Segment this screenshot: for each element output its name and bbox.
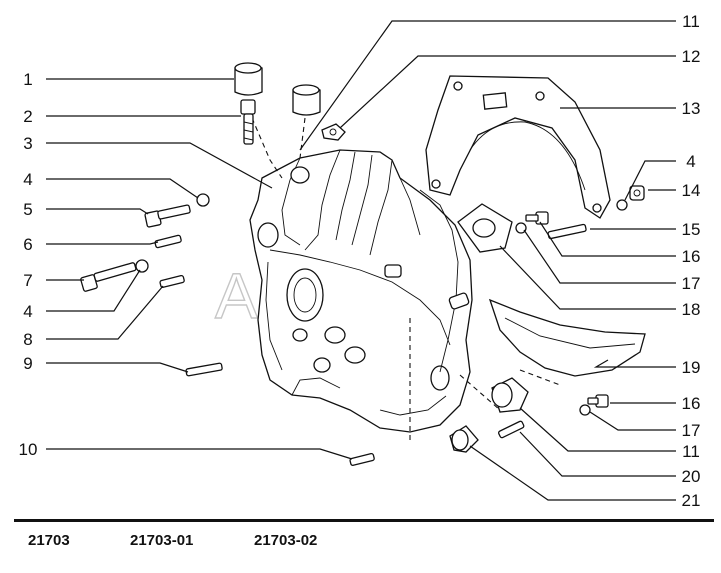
part-20-pin xyxy=(498,420,525,439)
callout-11-bottom: 11 xyxy=(682,442,700,461)
part-18-flange xyxy=(457,203,513,253)
model-code-3: 21703-02 xyxy=(254,532,318,549)
model-code-1: 21703 xyxy=(28,532,70,549)
model-codes-footer: 21703 21703-01 21703-02 xyxy=(0,532,721,556)
part-5-bolt xyxy=(144,204,191,228)
part-10-stud xyxy=(349,452,375,467)
callout-3: 3 xyxy=(23,134,32,153)
clutch-housing xyxy=(249,149,473,433)
callout-13: 13 xyxy=(682,99,701,118)
callout-4-upper-left: 4 xyxy=(23,170,32,189)
part-11-sleeve-top xyxy=(292,84,321,116)
part-1-cap xyxy=(234,62,263,96)
callout-5: 5 xyxy=(23,200,32,219)
assembly-line-bolt xyxy=(251,117,283,179)
part-12-clip xyxy=(321,123,346,141)
part-4-washer-a xyxy=(196,193,210,207)
callout-19: 19 xyxy=(682,358,701,377)
part-8-stud xyxy=(159,274,185,289)
part-17-washer-upper xyxy=(515,222,527,234)
callout-17-lower: 17 xyxy=(682,421,701,440)
assembly-line-cover xyxy=(519,369,561,386)
callout-15: 15 xyxy=(682,220,701,239)
callout-12: 12 xyxy=(682,47,701,66)
callout-2: 2 xyxy=(23,107,32,126)
callout-16-lower: 16 xyxy=(682,394,701,413)
model-code-2: 21703-01 xyxy=(130,532,194,549)
exploded-parts-diagram: AutoSoft xyxy=(19,12,701,510)
callout-numbers: 1 2 3 4 5 6 7 4 8 9 10 11 12 13 4 14 15 … xyxy=(19,12,701,510)
leader-lines xyxy=(46,20,676,501)
callout-18: 18 xyxy=(682,300,701,319)
part-11-bushing-lower xyxy=(491,377,529,413)
part-14-nut xyxy=(629,185,645,201)
footer-divider xyxy=(14,519,714,522)
callout-7: 7 xyxy=(23,271,32,290)
callout-21: 21 xyxy=(682,491,701,510)
part-6-stud xyxy=(154,234,182,249)
part-7-bolt xyxy=(80,262,137,292)
assembly-line-sleeve xyxy=(299,117,306,159)
part-4-washer-b xyxy=(135,259,149,273)
callout-4-lower-left: 4 xyxy=(23,302,32,321)
part-21-bushing xyxy=(449,425,479,453)
callout-9: 9 xyxy=(23,354,32,373)
callout-17-upper: 17 xyxy=(682,274,701,293)
part-9-stud xyxy=(185,362,223,377)
part-2-bolt xyxy=(240,99,256,145)
part-15-stud xyxy=(547,223,587,240)
callout-1: 1 xyxy=(23,70,32,89)
part-16-bolt-lower xyxy=(587,394,609,408)
callout-10: 10 xyxy=(19,440,38,459)
callout-8: 8 xyxy=(23,330,32,349)
callout-6: 6 xyxy=(23,235,32,254)
part-13-bracket-plate xyxy=(425,75,611,219)
part-17-washer-lower xyxy=(579,404,591,416)
part-19-lower-cover xyxy=(488,298,646,377)
callout-16-upper: 16 xyxy=(682,247,701,266)
callout-14: 14 xyxy=(682,181,701,200)
callout-11-top: 11 xyxy=(682,12,700,31)
callout-20: 20 xyxy=(682,467,701,486)
callout-4-right: 4 xyxy=(686,152,695,171)
part-4-washer-c xyxy=(616,199,628,211)
part-16-bolt-upper xyxy=(525,211,549,225)
